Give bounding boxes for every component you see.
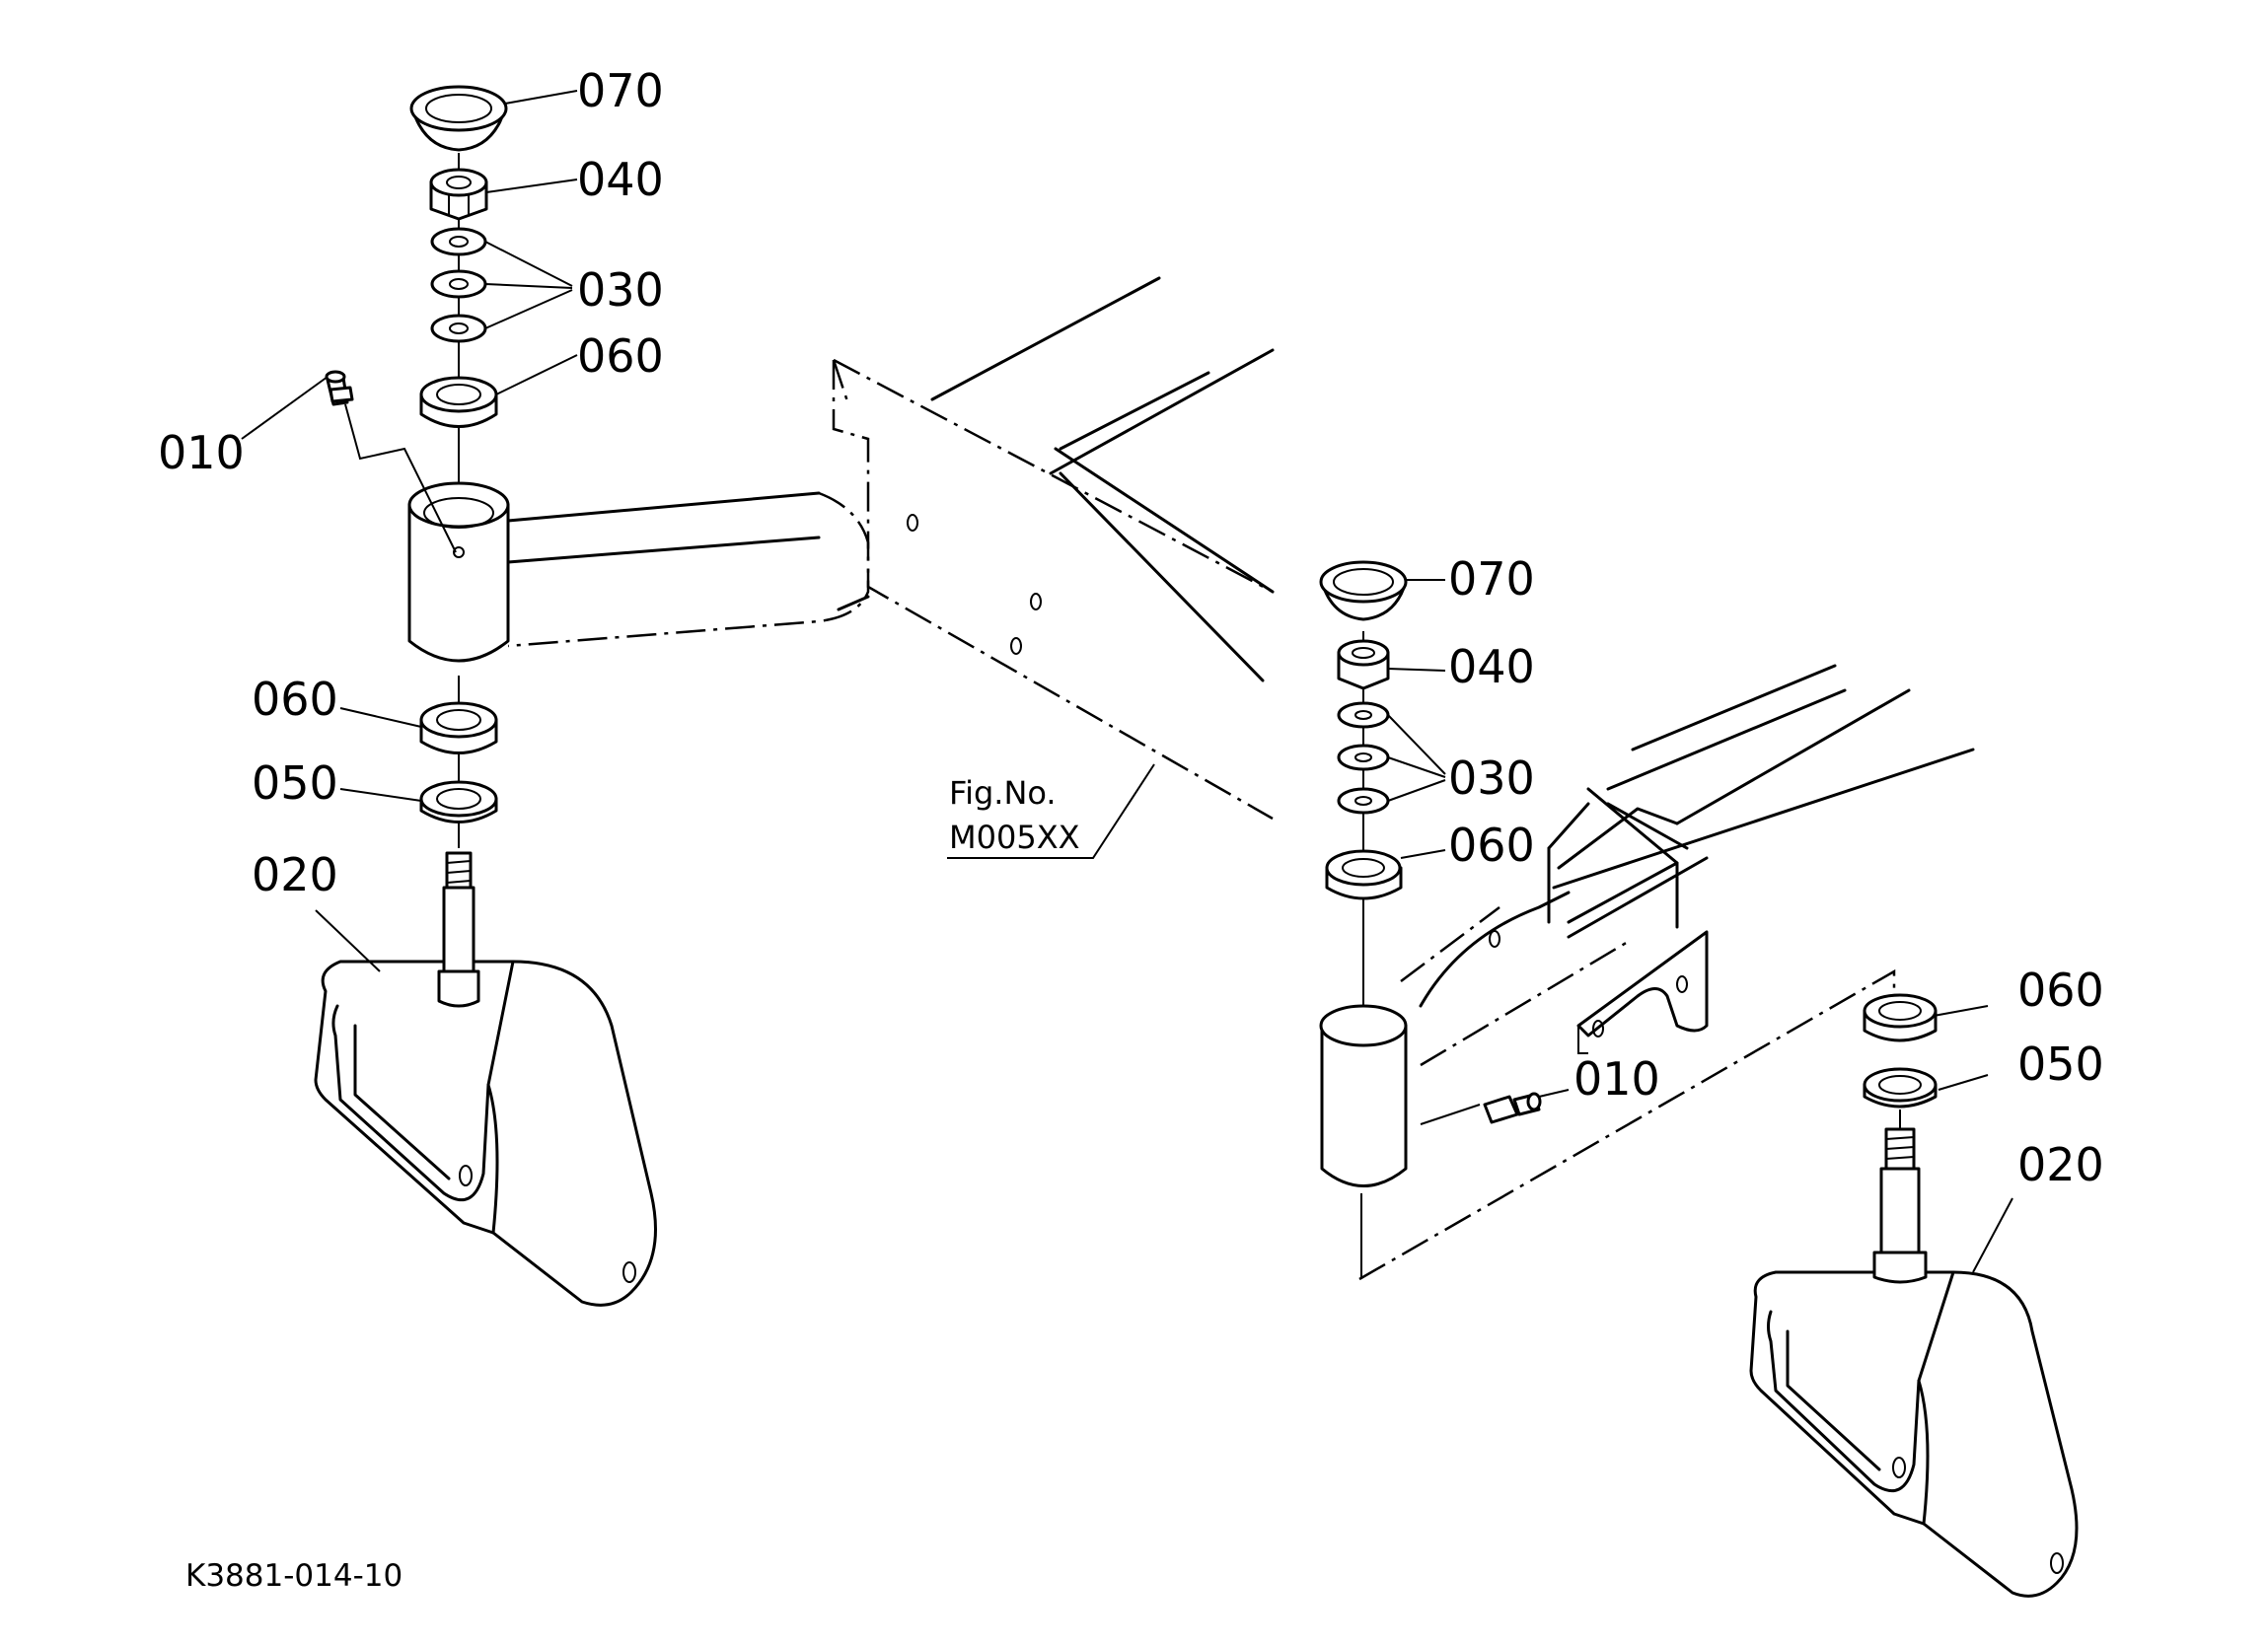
left-nut-040 — [429, 168, 488, 221]
label-060-right-top: 060 — [1448, 819, 1535, 872]
left-caster-yoke-020 — [314, 851, 657, 1307]
left-bearing-060-top — [419, 376, 498, 428]
figure-reference-line1: Fig.No. — [949, 774, 1057, 812]
left-washers-030 — [430, 227, 487, 343]
right-caster-yoke-020 — [1749, 1109, 2079, 1598]
label-070-right: 070 — [1448, 552, 1535, 606]
right-frame-bracket — [1358, 664, 1975, 1281]
left-bearing-060-bottom — [419, 701, 498, 754]
label-020-right: 020 — [2017, 1138, 2104, 1191]
label-060-left-bottom: 060 — [252, 673, 338, 726]
label-020-left: 020 — [252, 848, 338, 901]
left-seal-050 — [419, 780, 498, 823]
right-washers-030 — [1337, 701, 1390, 815]
figure-reference: Fig.No. M005XX — [949, 774, 1080, 856]
mower-frame-phantom — [832, 276, 1275, 821]
label-050-left: 050 — [252, 756, 338, 810]
right-grease-fitting-010 — [1483, 1092, 1542, 1124]
label-070-left: 070 — [577, 64, 664, 117]
left-pivot-tube — [407, 481, 510, 663]
label-050-right: 050 — [2017, 1038, 2104, 1091]
label-030-right: 030 — [1448, 751, 1535, 805]
left-grease-fitting-010 — [325, 370, 457, 553]
right-caster-bearing-060 — [1863, 993, 1938, 1042]
right-caster-seal-050 — [1863, 1067, 1938, 1109]
label-060-right-caster: 060 — [2017, 964, 2104, 1017]
left-caster-arm — [506, 491, 870, 648]
right-caster-assembly — [1319, 560, 2079, 1598]
label-040-left: 040 — [577, 153, 664, 206]
figure-reference-line2: M005XX — [949, 819, 1080, 856]
diagram-code: K3881-014-10 — [185, 1558, 402, 1594]
label-030-left: 030 — [577, 263, 664, 317]
label-060-left-top: 060 — [577, 329, 664, 383]
left-leader-lines — [241, 90, 578, 972]
right-leader-lines — [1387, 579, 2013, 1273]
figure-reference-leader — [947, 763, 1155, 859]
right-seal-cap-070 — [1319, 560, 1408, 621]
left-caster-assembly — [241, 85, 870, 1307]
label-010-left: 010 — [158, 426, 245, 479]
label-010-right: 010 — [1573, 1052, 1660, 1106]
left-seal-cap-070 — [409, 85, 508, 152]
right-pivot-tube — [1319, 1004, 1408, 1187]
right-bearing-060-top — [1325, 849, 1403, 900]
right-callouts: 070 040 030 060 010 060 050 020 — [1448, 552, 2104, 1191]
left-callouts: 070 040 030 060 010 060 050 020 — [158, 64, 664, 901]
label-040-right: 040 — [1448, 640, 1535, 693]
right-nut-040 — [1337, 639, 1390, 690]
